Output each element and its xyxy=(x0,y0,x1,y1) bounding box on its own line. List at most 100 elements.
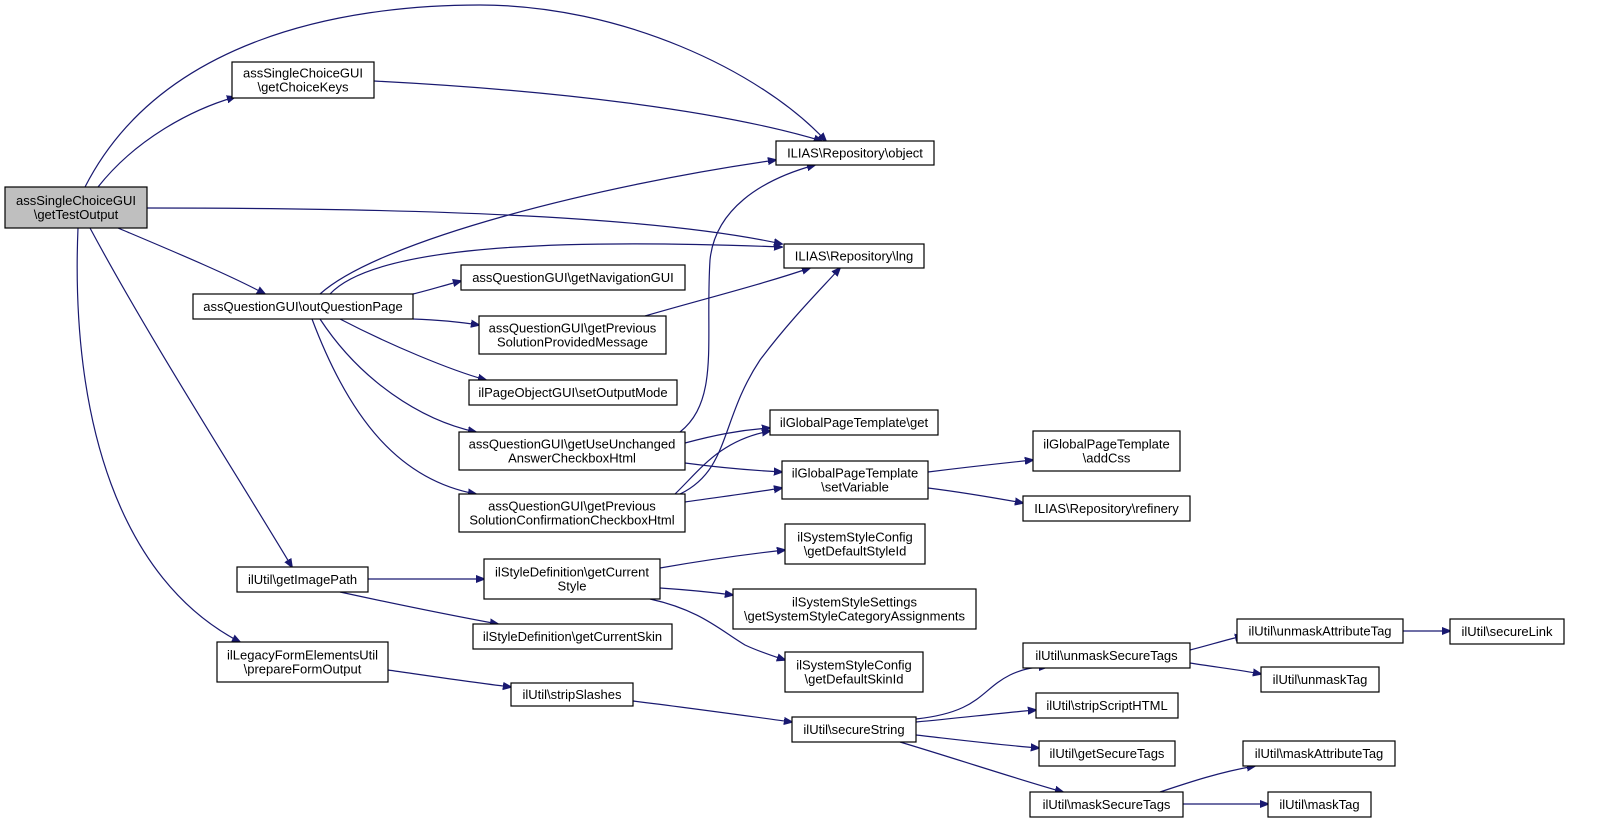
edge-outq-to-prevconf xyxy=(311,318,476,494)
node-setout[interactable]: ilPageObjectGUI\setOutputMode xyxy=(468,379,678,406)
edge-secure-to-stripscript xyxy=(915,710,1036,723)
node-box xyxy=(192,293,414,320)
node-box xyxy=(458,493,686,533)
node-useunch[interactable]: assQuestionGUI\getUseUnchangedAnswerChec… xyxy=(458,431,686,471)
node-label: ilUtil\maskSecureTags xyxy=(1043,797,1171,812)
node-imgpath[interactable]: ilUtil\getImagePath xyxy=(236,566,369,593)
node-defskin[interactable]: ilSystemStyleConfig\getDefaultSkinId xyxy=(784,651,924,693)
node-label: \addCss xyxy=(1083,451,1131,466)
node-unmasktag[interactable]: ilUtil\unmaskTag xyxy=(1260,666,1380,693)
node-box xyxy=(1038,740,1176,767)
edge-unmasksec-to-unmaskattr xyxy=(1189,636,1243,651)
node-box xyxy=(1242,740,1396,767)
edge-curstyle-to-defskin xyxy=(649,598,785,660)
edge-root-to-object xyxy=(84,4,826,188)
edge-strip-to-secure xyxy=(632,700,792,722)
edge-masksec-to-maskattr xyxy=(1159,766,1255,793)
node-box xyxy=(732,588,977,630)
node-securelink[interactable]: ilUtil\secureLink xyxy=(1449,618,1565,645)
edge-outq-to-useunch xyxy=(319,318,476,432)
node-secure[interactable]: ilUtil\secureString xyxy=(791,716,917,743)
node-box xyxy=(231,61,375,99)
edge-secure-to-getsecure xyxy=(915,734,1039,748)
node-unmasksec[interactable]: ilUtil\unmaskSecureTags xyxy=(1022,642,1191,669)
edge-outq-to-object xyxy=(319,160,776,295)
node-object[interactable]: ILIAS\Repository\object xyxy=(775,140,935,166)
node-box xyxy=(483,558,661,600)
node-maskattr[interactable]: ilUtil\maskAttributeTag xyxy=(1242,740,1396,767)
node-label: ilUtil\stripScriptHTML xyxy=(1046,698,1167,713)
edge-gptsetvar-to-gptaddcss xyxy=(927,460,1033,473)
node-refinery[interactable]: ILIAS\Repository\refinery xyxy=(1022,495,1191,522)
node-label: ilUtil\secureLink xyxy=(1461,624,1553,639)
node-box xyxy=(1260,666,1380,693)
node-gptaddcss[interactable]: ilGlobalPageTemplate\addCss xyxy=(1032,430,1181,472)
node-sscat[interactable]: ilSystemStyleSettings\getSystemStyleCate… xyxy=(732,588,977,630)
node-lng[interactable]: ILIAS\Repository\lng xyxy=(783,243,925,269)
edge-choicekeys-to-object xyxy=(373,80,822,141)
node-label: ilUtil\stripSlashes xyxy=(523,687,622,702)
node-root[interactable]: assSingleChoiceGUI\getTestOutput xyxy=(4,186,148,229)
node-label: ilUtil\maskAttributeTag xyxy=(1255,746,1384,761)
node-label: ilUtil\getImagePath xyxy=(248,572,357,587)
edge-gptsetvar-to-refinery xyxy=(927,487,1023,503)
edge-imgpath-to-curskin xyxy=(339,591,498,624)
node-box xyxy=(781,460,929,500)
node-strip[interactable]: ilUtil\stripSlashes xyxy=(510,682,634,707)
node-label: assQuestionGUI\getNavigationGUI xyxy=(472,270,674,285)
node-box xyxy=(216,641,389,683)
node-curskin[interactable]: ilStyleDefinition\getCurrentSkin xyxy=(472,623,673,650)
node-nav[interactable]: assQuestionGUI\getNavigationGUI xyxy=(460,264,686,291)
node-unmaskattr[interactable]: ilUtil\unmaskAttributeTag xyxy=(1236,618,1404,644)
node-prevconf[interactable]: assQuestionGUI\getPreviousSolutionConfir… xyxy=(458,493,686,533)
node-box xyxy=(791,716,917,743)
node-box xyxy=(458,431,686,471)
node-box xyxy=(1022,642,1191,669)
edge-outq-to-lng xyxy=(329,244,782,295)
node-label: ilUtil\unmaskAttributeTag xyxy=(1248,624,1391,639)
node-box xyxy=(478,315,667,355)
node-label: ilSystemStyleConfig xyxy=(797,530,913,545)
node-label: \getDefaultSkinId xyxy=(804,672,903,687)
edge-legacy-to-strip xyxy=(387,669,511,687)
edge-secure-to-masksec xyxy=(899,741,1063,792)
node-gptget[interactable]: ilGlobalPageTemplate\get xyxy=(769,409,939,436)
edge-curstyle-to-defstyle xyxy=(659,550,785,569)
edge-root-to-choicekeys xyxy=(97,97,235,188)
node-label: ilGlobalPageTemplate xyxy=(792,466,918,481)
nodes-layer: assSingleChoiceGUI\getTestOutput assSingl… xyxy=(4,61,1565,818)
node-box xyxy=(1022,495,1191,522)
node-label: ILIAS\Repository\object xyxy=(787,146,923,161)
edge-curstyle-to-sscat xyxy=(659,587,733,595)
node-label: ilSystemStyleSettings xyxy=(792,595,917,610)
node-box xyxy=(1449,618,1565,645)
node-box xyxy=(775,140,935,166)
edges-layer xyxy=(76,4,1450,804)
node-defstyle[interactable]: ilSystemStyleConfig\getDefaultStyleId xyxy=(784,523,926,565)
node-gptsetvar[interactable]: ilGlobalPageTemplate\setVariable xyxy=(781,460,929,500)
node-masksec[interactable]: ilUtil\maskSecureTags xyxy=(1029,791,1184,818)
node-label: ilUtil\unmaskTag xyxy=(1273,672,1368,687)
node-choicekeys[interactable]: assSingleChoiceGUI\getChoiceKeys xyxy=(231,61,375,99)
edge-outq-to-setout xyxy=(339,318,486,380)
edge-useunch-to-object xyxy=(679,165,815,433)
node-label: \getSystemStyleCategoryAssignments xyxy=(744,609,966,624)
node-label: ilGlobalPageTemplate xyxy=(1043,437,1169,452)
node-label: ilPageObjectGUI\setOutputMode xyxy=(478,385,667,400)
node-legacy[interactable]: ilLegacyFormElementsUtil\prepareFormOutp… xyxy=(216,641,389,683)
node-label: assQuestionGUI\getUseUnchanged xyxy=(469,437,676,452)
edge-prevconf-to-gptget xyxy=(674,431,770,495)
node-label: ilStyleDefinition\getCurrentSkin xyxy=(483,629,662,644)
node-getsecure[interactable]: ilUtil\getSecureTags xyxy=(1038,740,1176,767)
node-outq[interactable]: assQuestionGUI\outQuestionPage xyxy=(192,293,414,320)
node-label: \prepareFormOutput xyxy=(244,662,362,677)
node-stripscript[interactable]: ilUtil\stripScriptHTML xyxy=(1035,692,1179,719)
edge-outq-to-prevmsg xyxy=(412,318,479,325)
node-box xyxy=(460,264,686,291)
node-label: assQuestionGUI\getPrevious xyxy=(488,499,656,514)
node-prevmsg[interactable]: assQuestionGUI\getPreviousSolutionProvid… xyxy=(478,315,667,355)
node-masktag[interactable]: ilUtil\maskTag xyxy=(1267,791,1372,818)
edge-root-to-imgpath xyxy=(89,227,292,567)
